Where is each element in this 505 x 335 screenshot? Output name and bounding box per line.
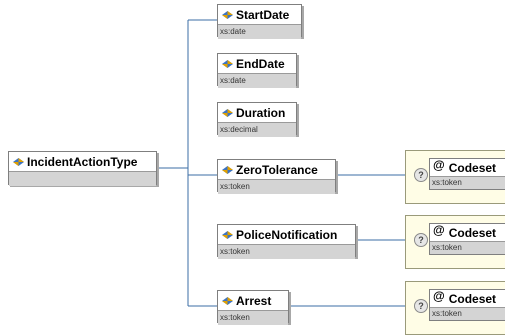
element-icon	[222, 10, 233, 19]
element-name: EndDate	[236, 56, 285, 71]
attribute-header: @ Codeset	[430, 157, 505, 176]
element-type: xs:decimal	[218, 122, 296, 137]
attribute-name: Codeset	[448, 160, 497, 175]
child-element-policenotification[interactable]: PoliceNotification xs:token	[217, 224, 356, 259]
attribute-name: Codeset	[448, 225, 497, 240]
child-element-enddate[interactable]: EndDate xs:date	[217, 53, 297, 88]
attribute-type: xs:token	[430, 176, 505, 189]
element-header: Duration	[218, 103, 296, 122]
attribute-name: Codeset	[448, 291, 497, 306]
element-icon	[222, 59, 233, 68]
attribute-type: xs:token	[430, 307, 505, 320]
element-header: StartDate	[218, 5, 301, 24]
element-icon	[222, 230, 233, 239]
element-name: PoliceNotification	[236, 227, 338, 242]
element-header: ZeroTolerance	[218, 160, 335, 179]
attribute-header: @ Codeset	[430, 222, 505, 241]
element-icon	[222, 296, 233, 305]
optional-icon: ?	[414, 299, 428, 313]
element-type: xs:token	[218, 244, 355, 259]
element-name: StartDate	[236, 7, 290, 22]
element-header: EndDate	[218, 54, 296, 73]
element-type: xs:date	[218, 73, 296, 88]
attribute-icon: @	[433, 222, 445, 237]
attribute-codeset[interactable]: @ Codeset xs:token	[429, 289, 505, 321]
root-element-header: IncidentActionType	[9, 152, 156, 171]
attribute-codeset[interactable]: @ Codeset xs:token	[429, 158, 505, 190]
element-icon	[222, 165, 233, 174]
optional-icon: ?	[414, 168, 428, 182]
element-name: Arrest	[236, 293, 272, 308]
element-header: PoliceNotification	[218, 225, 355, 244]
child-element-zerotolerance[interactable]: ZeroTolerance xs:token	[217, 159, 336, 194]
element-type: xs:token	[218, 179, 335, 194]
element-type: xs:date	[218, 24, 301, 39]
attribute-header: @ Codeset	[430, 288, 505, 307]
element-icon	[222, 108, 233, 117]
attribute-type: xs:token	[430, 241, 505, 254]
element-name: ZeroTolerance	[236, 162, 318, 177]
element-name: Duration	[236, 105, 286, 120]
child-element-startdate[interactable]: StartDate xs:date	[217, 4, 302, 39]
root-element-name: IncidentActionType	[27, 154, 138, 169]
root-element-type-bar	[9, 171, 156, 186]
root-element-box[interactable]: IncidentActionType	[8, 151, 157, 186]
optional-icon: ?	[414, 233, 428, 247]
attribute-codeset[interactable]: @ Codeset xs:token	[429, 223, 505, 255]
element-type: xs:token	[218, 310, 288, 325]
attribute-icon: @	[433, 288, 445, 303]
element-header: Arrest	[218, 291, 288, 310]
attribute-icon: @	[433, 157, 445, 172]
element-icon	[13, 157, 24, 166]
child-element-arrest[interactable]: Arrest xs:token	[217, 290, 289, 325]
child-element-duration[interactable]: Duration xs:decimal	[217, 102, 297, 137]
